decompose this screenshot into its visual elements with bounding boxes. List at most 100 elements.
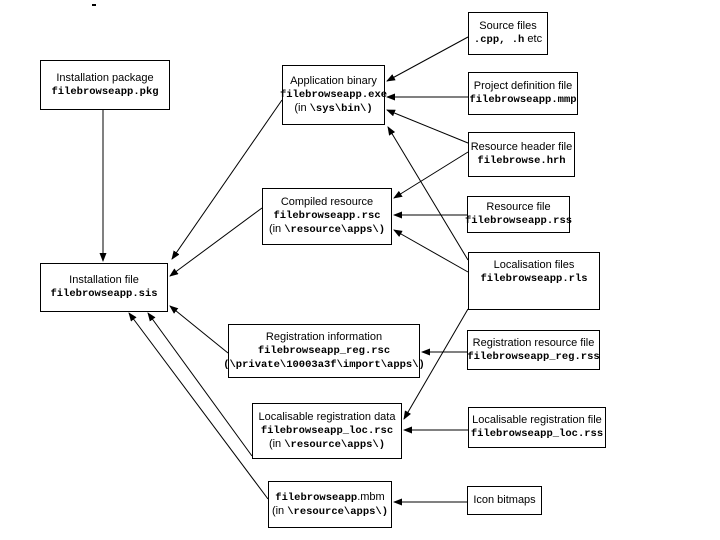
registration-resource-file-text: Registration resource file [472, 336, 595, 349]
registration-information-line: Registration information [266, 331, 382, 344]
arrow-reg-to-sis [169, 305, 229, 354]
compiled-resource-text: Compiled resource [280, 196, 374, 208]
arrow-hrh-to-exe [386, 109, 469, 144]
localisable-registration-file-box: Localisable registration file filebrowsea… [468, 407, 606, 448]
localisation-files-text: filebrowseapp.rls [480, 273, 588, 285]
registration-resource-file-line: filebrowseapp_reg.rss [467, 350, 599, 364]
localisable-registration-data-text: Localisable registration data [258, 410, 396, 423]
icon-bitmaps-box: Icon bitmaps [467, 486, 542, 515]
compiled-resource-line: (in \resource\apps\) [269, 223, 385, 237]
registration-information-text: filebrowseapp_reg.rsc [257, 344, 391, 357]
arrow-rls-to-locrsc [403, 308, 469, 420]
localisable-registration-data-line: filebrowseapp_loc.rsc [261, 424, 393, 438]
application-binary-text: filebrowseapp.exe [279, 88, 388, 101]
source-files-box: Source files.cpp, .h etc [468, 12, 548, 55]
registration-information-line: (\private\10003a3f\import\apps\) [223, 358, 425, 372]
installation-package-text: filebrowseapp.pkg [51, 85, 159, 98]
localisable-registration-file-text: filebrowseapp_loc.rss [470, 428, 604, 440]
source-files-text: Source files [479, 20, 537, 32]
resource-file-box: Resource file filebrowseapp.rss [465, 196, 572, 233]
source-files-line: .cpp, .h etc [474, 33, 542, 47]
mbm-file-text: \resource\apps\) [287, 505, 389, 518]
mbm-file-line: filebrowseapp.mbm [275, 491, 384, 505]
localisable-registration-data-text: \resource\apps\) [284, 438, 386, 451]
mbm-file-line: (in \resource\apps\) [272, 505, 388, 519]
arrow-locrsc-to-sis [147, 312, 253, 457]
stray-mark [92, 4, 96, 6]
compiled-resource-text: filebrowseapp.rsc [273, 210, 381, 222]
arrow-rsc-to-sis [169, 207, 263, 277]
compiled-resource-line: Compiled resource [281, 196, 373, 209]
source-files-line: Source files [479, 20, 536, 33]
project-definition-file-box: Project definition file filebrowseapp.mmp [468, 72, 578, 115]
compiled-resource-text: (in [268, 223, 285, 235]
arrow-rls-to-exe [387, 126, 469, 261]
arrow-mbm-to-sis [128, 312, 269, 500]
installation-file-text: Installation file [69, 274, 139, 286]
registration-resource-file-text: filebrowseapp_reg.rss [467, 350, 600, 363]
registration-information-text: (\private\10003a3f\import\apps\) [223, 358, 425, 371]
project-definition-file-text: Project definition file [473, 80, 573, 92]
source-files-text: .cpp, .h [473, 34, 525, 46]
localisable-registration-data-text: (in [268, 437, 285, 450]
resource-file-line: Resource file [486, 201, 550, 214]
installation-file-line: Installation file [69, 274, 139, 287]
localisation-files-box: Localisation files filebrowseapp.rls [468, 252, 600, 310]
arrow-exe-to-sis [171, 99, 283, 260]
arrow-src-to-exe [386, 36, 469, 82]
resource-header-file-line: Resource header file [471, 141, 573, 154]
installation-file-text: filebrowseapp.sis [50, 288, 158, 300]
resource-file-text: Resource file [486, 201, 551, 213]
installation-package-line: Installation package [56, 72, 153, 85]
source-files-text: etc [524, 33, 543, 45]
registration-information-text: Registration information [265, 330, 383, 343]
icon-bitmaps-line: Icon bitmaps [473, 494, 535, 507]
mbm-file-text: .mbm [357, 490, 385, 503]
arrow-rls-to-rsc [393, 229, 469, 273]
localisable-registration-data-text: filebrowseapp_loc.rsc [260, 424, 394, 437]
registration-information-line: filebrowseapp_reg.rsc [258, 344, 390, 358]
compiled-resource-text: \resource\apps\) [284, 224, 386, 236]
resource-file-line: filebrowseapp.rss [465, 214, 572, 228]
application-binary-text: (in [294, 101, 310, 114]
resource-header-file-line: filebrowse.hrh [477, 154, 565, 168]
resource-header-file-text: Resource header file [470, 141, 573, 153]
application-binary-line: filebrowseapp.exe [280, 88, 387, 102]
installation-package-line: filebrowseapp.pkg [51, 85, 158, 99]
application-binary-text: Application binary [290, 74, 377, 87]
installation-file-box: Installation file filebrowseapp.sis [40, 263, 168, 312]
icon-bitmaps-text: Icon bitmaps [473, 494, 536, 506]
mbm-file-box: filebrowseapp.mbm(in \resource\apps\) [268, 481, 392, 528]
project-definition-file-line: Project definition file [474, 80, 572, 93]
installation-file-line: filebrowseapp.sis [50, 287, 157, 301]
resource-file-text: filebrowseapp.rss [464, 215, 573, 227]
application-binary-line: (in \sys\bin\) [294, 102, 372, 116]
application-binary-text: \sys\bin\) [309, 102, 373, 115]
localisable-registration-file-text: Localisable registration file [472, 414, 602, 426]
localisation-files-line: Localisation files [494, 259, 575, 272]
localisable-registration-file-line: Localisable registration file [472, 414, 602, 427]
localisation-files-text: Localisation files [493, 259, 575, 271]
mbm-file-text: (in [271, 504, 288, 517]
resource-header-file-text: filebrowse.hrh [477, 155, 566, 167]
resource-header-file-box: Resource header file filebrowse.hrh [468, 132, 575, 177]
mbm-file-text: filebrowseapp [275, 491, 358, 504]
localisable-registration-data-line: Localisable registration data [259, 411, 396, 424]
localisable-registration-data-line: (in \resource\apps\) [269, 438, 385, 452]
application-binary-line: Application binary [290, 75, 377, 88]
compiled-resource-line: filebrowseapp.rsc [273, 209, 380, 223]
arrow-hrh-to-rsc [393, 151, 469, 199]
compiled-resource-box: Compiled resource filebrowseapp.rsc(in \r… [262, 188, 392, 245]
localisable-registration-file-line: filebrowseapp_loc.rss [471, 427, 603, 441]
installation-package-text: Installation package [56, 71, 154, 84]
localisation-files-line: filebrowseapp.rls [480, 272, 587, 286]
registration-resource-file-line: Registration resource file [473, 337, 595, 350]
project-definition-file-text: filebrowseapp.mmp [469, 94, 577, 106]
